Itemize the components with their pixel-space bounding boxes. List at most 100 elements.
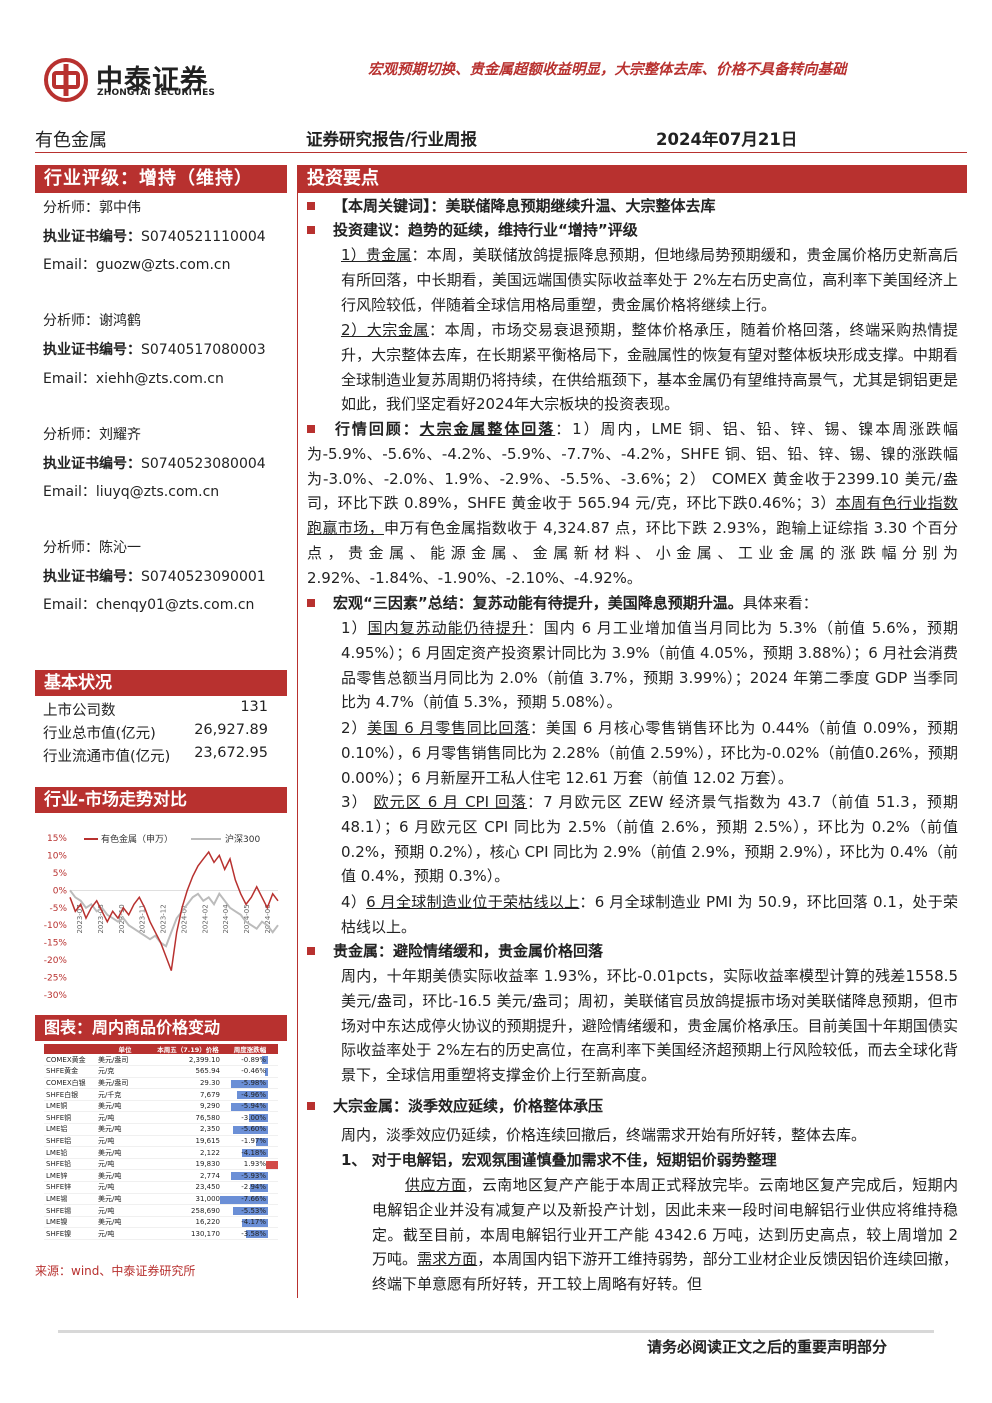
commodity-unit: 元/吨 (96, 1181, 154, 1194)
weekly-change: -5.60% (222, 1123, 278, 1136)
weekly-change: -3.00% (222, 1111, 278, 1125)
analyst-email[interactable]: Email：xiehh@zts.com.cn (43, 371, 224, 387)
x-tick-label: 2024-06 (264, 904, 272, 934)
change-value: -4.17% (241, 1218, 266, 1227)
commodity-price: 2,774 (154, 1169, 222, 1183)
series-line (69, 850, 279, 971)
change-value: -7.66% (241, 1194, 266, 1203)
macro-global-pmi: 4）6 月全球制造业位于荣枯线以上：6 月全球制造业 PMI 为 50.9，环比… (341, 893, 958, 936)
industry-category: 有色金属 (35, 130, 107, 151)
change-bar (266, 1160, 279, 1169)
analyst-email[interactable]: Email：chenqy01@zts.com.cn (43, 597, 255, 613)
analyst-email[interactable]: Email：guozw@zts.com.cn (43, 257, 231, 273)
analyst-cert: 执业证书编号：S0740521110004 (43, 229, 266, 245)
bullet-square-icon (307, 425, 315, 433)
change-value: -3.58% (241, 1229, 266, 1238)
commodity-unit: 美元/吨 (96, 1169, 154, 1183)
table-header-row: 单位 本周五（7.19）价格 周度涨跌幅 (44, 1044, 278, 1054)
y-tick-label: -15% (44, 939, 68, 949)
advice-bulk: 2）大宗金属：本周，市场交易衰退预期，整体价格承压，随着价格回落，终端采购热情提… (341, 321, 958, 414)
change-value: 1.93% (243, 1160, 266, 1169)
commodity-unit: 元/千克 (96, 1088, 154, 1101)
commodity-name: SHFE白银 (44, 1088, 96, 1101)
analyst-email[interactable]: Email：liuyq@zts.com.cn (43, 484, 220, 500)
weekly-change: -4.96% (222, 1088, 278, 1101)
commodity-price: 16,220 (154, 1216, 222, 1229)
trend-line-chart: 15%10%5%0%-5%-10%-15%-20%-25%-30%2023-07… (44, 833, 279, 1001)
commodity-price: 565.94 (154, 1065, 222, 1078)
x-tick-label: 2023-12 (160, 904, 168, 933)
aluminum-text: 供应方面，云南地区复产产能于本周正式释放完毕。云南地区复产完成后，短期内电解铝企… (372, 1176, 958, 1294)
macro-bullet: 宏观“三因素”总结：复苏动能有待提升，美国降息预期升温。具体来看： (307, 591, 958, 616)
weekly-change: -0.46% (222, 1065, 278, 1078)
commodity-price: 29.30 (154, 1077, 222, 1090)
change-value: -1.97% (241, 1136, 266, 1145)
commodity-unit: 元/吨 (96, 1204, 154, 1217)
bulk-metal-bullet: 大宗金属：淡季效应延续，价格整体承压 (307, 1094, 958, 1119)
change-bar (262, 1056, 268, 1064)
analyst-cert: 执业证书编号：S0740517080003 (43, 342, 266, 358)
commodity-name: COMEX黄金 (44, 1054, 96, 1067)
macro-us: 2）美国 6 月零售同比回落：美国 6 月核心零售销售环比为 0.44%（前值 … (341, 719, 958, 787)
y-tick-label: 0% (53, 886, 68, 896)
report-title: 宏观预期切换、贵金属超额收益明显，大宗整体去库、价格不具备转向基础 (368, 61, 847, 78)
commodity-name: LME铜 (44, 1100, 96, 1113)
change-bar (241, 1218, 268, 1227)
change-value: -4.18% (241, 1148, 266, 1157)
basic-info-banner: 基本状况 (35, 670, 287, 696)
change-bar (233, 1126, 268, 1135)
company-name-en: ZHONGTAI SECURITIES (97, 88, 216, 98)
commodity-name: SHFE黄金 (44, 1065, 96, 1078)
weekly-change: -5.94% (222, 1100, 278, 1113)
stat-row: 行业总市值(亿元)26,927.89 (43, 722, 268, 742)
y-tick-label: -30% (44, 991, 68, 1001)
col-header: 周度涨跌幅 (222, 1044, 278, 1054)
bullet-square-icon (307, 947, 315, 955)
source-note: 来源：wind、中泰证券研究所 (35, 1264, 196, 1278)
commodity-price: 9,290 (154, 1100, 222, 1113)
commodity-name: SHFE镍 (44, 1227, 96, 1240)
change-value: -4.96% (241, 1090, 266, 1099)
commodity-name: SHFE铜 (44, 1111, 96, 1125)
commodity-name: LME铝 (44, 1123, 96, 1136)
y-tick-label: -25% (44, 974, 68, 984)
footer-divider (58, 1330, 934, 1333)
change-value: -5.93% (241, 1171, 266, 1180)
stat-row: 行业流通市值(亿元)23,672.95 (43, 745, 268, 765)
commodity-unit: 美元/吨 (96, 1193, 154, 1206)
commodity-unit: 美元/盎司 (96, 1054, 154, 1067)
change-value: -2.94% (241, 1183, 266, 1192)
commodity-unit: 元/吨 (96, 1158, 154, 1171)
commodity-price: 2,122 (154, 1146, 222, 1159)
price-table-banner: 图表：周内商品价格变动 (35, 1015, 287, 1041)
commodity-price: 258,690 (154, 1204, 222, 1217)
change-value: -3.00% (241, 1113, 266, 1122)
macro-euro: 3） 欧元区 6 月 CPI 回落：7 月欧元区 ZEW 经济景气指数为 43.… (341, 793, 958, 886)
col-header: 单位 (96, 1044, 154, 1054)
precious-metal-bullet: 贵金属：避险情绪缓和，贵金属价格回落 (307, 939, 958, 964)
commodity-price: 7,679 (154, 1088, 222, 1101)
y-tick-label: 5% (53, 869, 68, 879)
column-divider (297, 165, 298, 1298)
weekly-change: -3.58% (222, 1227, 278, 1240)
commodity-price: 2,399.10 (154, 1054, 222, 1067)
y-tick-label: -20% (44, 956, 68, 966)
change-value: -5.60% (241, 1125, 266, 1134)
company-name-cn: 中泰证券 (96, 65, 208, 96)
x-tick-label: 2024-04 (222, 904, 230, 934)
change-bar (230, 1079, 268, 1088)
commodity-name: LME锡 (44, 1193, 96, 1206)
change-value: -5.53% (241, 1206, 266, 1215)
change-bar (249, 1184, 268, 1193)
precious-metal-text: 周内，十年期美债实际收益率 1.93%，环比-0.01pcts，实际收益率模型计… (341, 967, 958, 1085)
commodity-unit: 美元/吨 (96, 1123, 154, 1136)
change-bar (265, 1068, 268, 1077)
weekly-change: -4.17% (222, 1216, 278, 1229)
bulk-metal-text: 周内，淡季效应仍延续，价格连续回撤后，终端需求开始有所好转，整体去库。 (341, 1126, 867, 1144)
x-tick-label: 2023-07 (76, 904, 84, 933)
